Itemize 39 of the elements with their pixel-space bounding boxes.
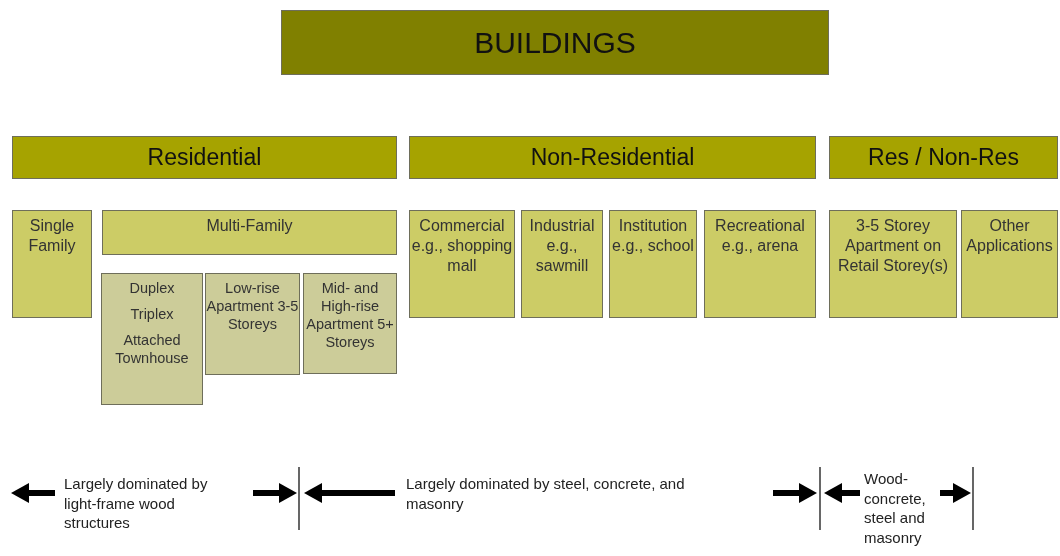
example-text: e.g., shopping mall	[410, 236, 514, 276]
category-label: Duplex	[129, 279, 175, 298]
category-label: Commercial	[419, 216, 505, 236]
category-box	[521, 210, 603, 318]
category-label: Single Family	[27, 216, 77, 256]
range-note: Largely dominated by light-frame wood structures	[64, 474, 209, 533]
example-text: e.g., sawmill	[534, 236, 590, 276]
category-label: Other Applications	[965, 216, 1054, 256]
category-box	[704, 210, 816, 318]
category-box	[961, 210, 1058, 318]
category-label: Industrial	[529, 216, 595, 236]
category-label: Res / Non-Res	[868, 143, 1019, 172]
category-label: Residential	[147, 143, 262, 172]
category-box	[102, 210, 397, 255]
category-label: Recreational	[715, 216, 805, 236]
range-note: Largely dominated by steel, concrete, and masonry	[406, 474, 686, 513]
category-box	[303, 273, 397, 374]
category-label: Low-rise Apartment 3-5 Storeys	[206, 279, 299, 334]
category-label: Triplex	[130, 305, 174, 324]
category-box	[409, 210, 515, 318]
category-header-box	[281, 10, 829, 75]
category-box	[12, 210, 92, 318]
category-label: 3-5 Storey Apartment on Retail Storey(s)	[836, 216, 950, 276]
category-label: Mid- and High-rise Apartment 5+ Storeys	[305, 279, 395, 352]
category-label: Multi-Family	[206, 216, 293, 236]
category-label: Institution	[618, 216, 688, 236]
category-label: BUILDINGS	[474, 24, 636, 61]
category-box	[829, 210, 957, 318]
category-header-box	[829, 136, 1058, 179]
category-box	[205, 273, 300, 375]
category-box	[609, 210, 697, 318]
category-header-box	[12, 136, 397, 179]
category-label: Non-Residential	[530, 143, 695, 172]
category-label: Attached Townhouse	[114, 331, 190, 368]
category-header-box	[409, 136, 816, 179]
example-text: e.g., arena	[721, 236, 799, 256]
range-note: Wood-concrete, steel and masonry	[864, 469, 927, 547]
category-box	[101, 273, 203, 405]
example-text: e.g., school	[612, 236, 694, 256]
